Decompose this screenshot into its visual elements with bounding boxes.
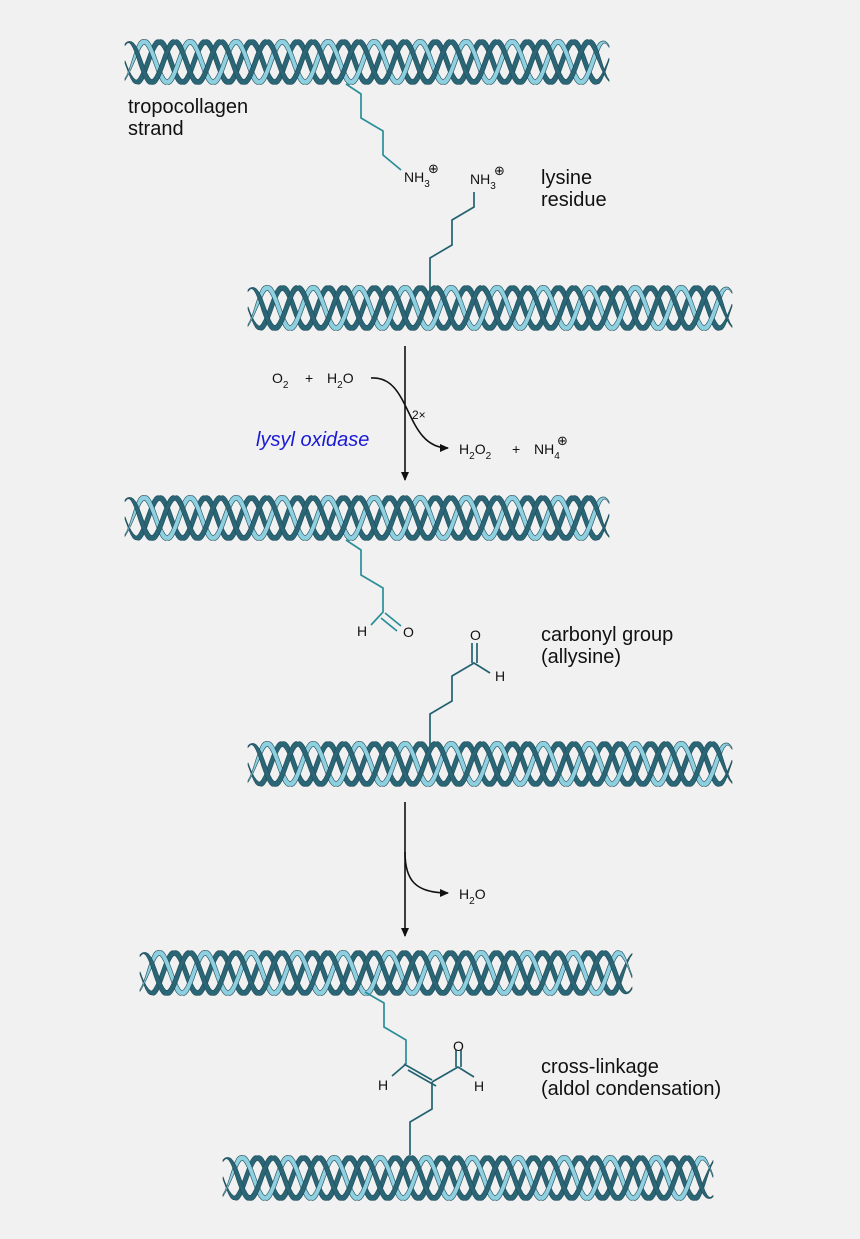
aldehyde-o-upper: O [403,624,414,640]
tropocollagen-helix-1 [124,39,610,85]
lysine-chain-lower [429,192,475,290]
crosslink-chain-lower [409,1082,433,1155]
aldehyde-h-lower: H [495,668,505,684]
tropocollagen-helix-3 [124,495,610,541]
label-crosslink: cross-linkage (aldol condensation) [541,1056,721,1100]
tropocollagen-helix-4 [247,741,733,787]
product-nh4-charge: ⊕ [557,433,568,448]
carbonyl-double-bond-a [384,612,402,627]
helix-ribbon [139,950,633,996]
crosslink-chain-upper [364,991,407,1064]
aldehyde-o-lower: O [470,627,481,643]
label-carbonyl: carbonyl group (allysine) [541,624,679,668]
crosslink-aldehyde-chain [431,1066,475,1083]
helix-ribbon [124,39,610,85]
product-h2o2: H2O2 [459,441,492,462]
enzyme-label: lysyl oxidase [256,429,369,451]
crosslink-h-left: H [378,1077,388,1093]
amine-group-lower: NH3 [470,171,496,192]
lysine-chain-upper [345,83,402,171]
tropocollagen-helix-5 [139,950,633,996]
helix-ribbon [222,1155,714,1201]
label-tropocollagen: tropocollagen strand [128,96,254,140]
reagent-curve-2 [404,851,449,897]
reactant-h2o: H2O [327,370,354,391]
amine-charge-lower: ⊕ [494,163,505,178]
amine-charge-upper: ⊕ [428,161,439,176]
helix-ribbon [247,285,733,331]
tropocollagen-helix-6 [222,1155,714,1201]
helix-ribbon [222,1155,714,1201]
allysine-chain-upper [345,539,384,626]
reactant-plus: + [305,370,313,386]
reactant-o2: O2 [272,370,289,391]
crosslink-o: O [453,1038,464,1054]
product-water: H2O [459,886,486,907]
helix-ribbon [124,495,610,541]
crosslink-alkene-a [403,1063,433,1081]
carbonyl-double-bond-b [380,617,398,632]
helix-ribbon [139,950,633,996]
product-plus: + [512,441,520,457]
multiplier-label: 2× [412,408,426,422]
helix-ribbon [247,741,733,787]
crosslink-h-right: H [474,1078,484,1094]
reagent-curve-1 [370,377,449,452]
product-nh4: NH4 [534,441,560,462]
label-lysine: lysine residue [541,167,607,211]
allysine-chain-lower [429,662,491,746]
crosslink-h-bond [391,1063,407,1077]
amine-group-upper: NH3 [404,169,430,190]
aldehyde-h-upper: H [357,623,367,639]
tropocollagen-helix-2 [247,285,733,331]
